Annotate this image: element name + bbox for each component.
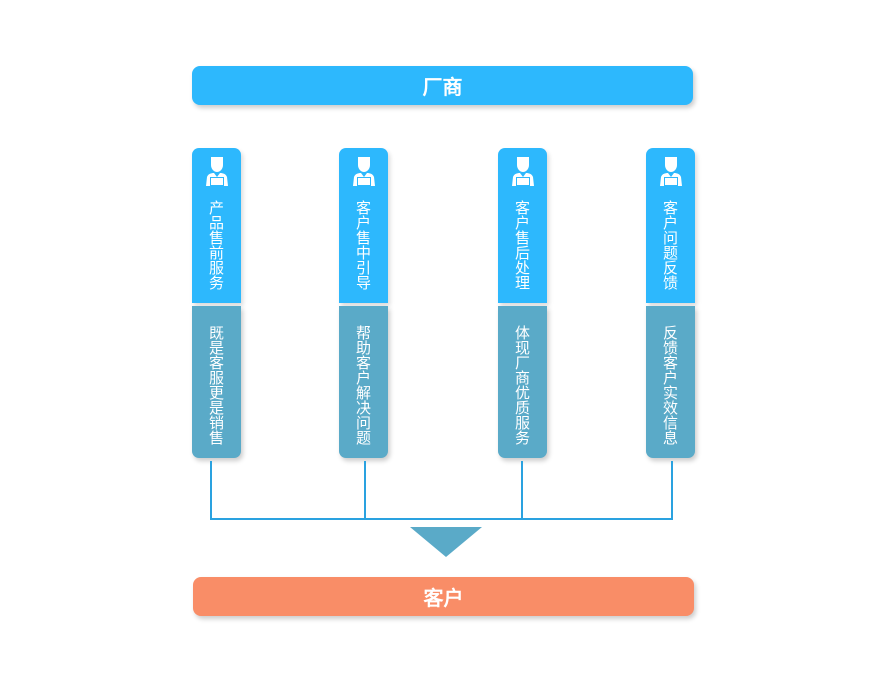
connector-line (210, 461, 212, 520)
column-body: 体现厂商优质服务 (498, 306, 547, 458)
column-header: 客户售中引导 (339, 148, 388, 303)
column-role: 客户售后处理 (514, 199, 530, 292)
column-role: 客户售中引导 (355, 199, 371, 292)
connector-line (364, 461, 366, 520)
person-icon (352, 157, 375, 186)
column-desc: 体现厂商优质服务 (514, 324, 530, 447)
customer-bar: 客户 (193, 577, 694, 616)
column-body: 反馈客户实效信息 (646, 306, 695, 458)
person-icon (511, 157, 534, 186)
person-icon (205, 157, 228, 186)
column-header: 客户问题反馈 (646, 148, 695, 303)
column-role: 产品售前服务 (208, 199, 224, 292)
column-insale: 客户售中引导 帮助客户解决问题 (339, 148, 388, 458)
column-desc: 反馈客户实效信息 (662, 324, 678, 447)
column-header: 产品售前服务 (192, 148, 241, 303)
connector-line (671, 461, 673, 520)
column-body: 帮助客户解决问题 (339, 306, 388, 458)
column-body: 既是客服更是销售 (192, 306, 241, 458)
connector-line (521, 461, 523, 520)
column-header: 客户售后处理 (498, 148, 547, 303)
connector-horizontal-line (210, 518, 673, 520)
vendor-title: 厂商 (422, 75, 463, 99)
column-role: 客户问题反馈 (662, 199, 678, 292)
column-desc: 既是客服更是销售 (208, 324, 224, 447)
column-feedback: 客户问题反馈 反馈客户实效信息 (646, 148, 695, 458)
column-presale: 产品售前服务 既是客服更是销售 (192, 148, 241, 458)
vendor-bar: 厂商 (192, 66, 693, 105)
customer-title: 客户 (423, 586, 464, 610)
down-arrow-icon (410, 527, 482, 557)
column-aftersale: 客户售后处理 体现厂商优质服务 (498, 148, 547, 458)
column-desc: 帮助客户解决问题 (355, 324, 371, 447)
person-icon (659, 157, 682, 186)
